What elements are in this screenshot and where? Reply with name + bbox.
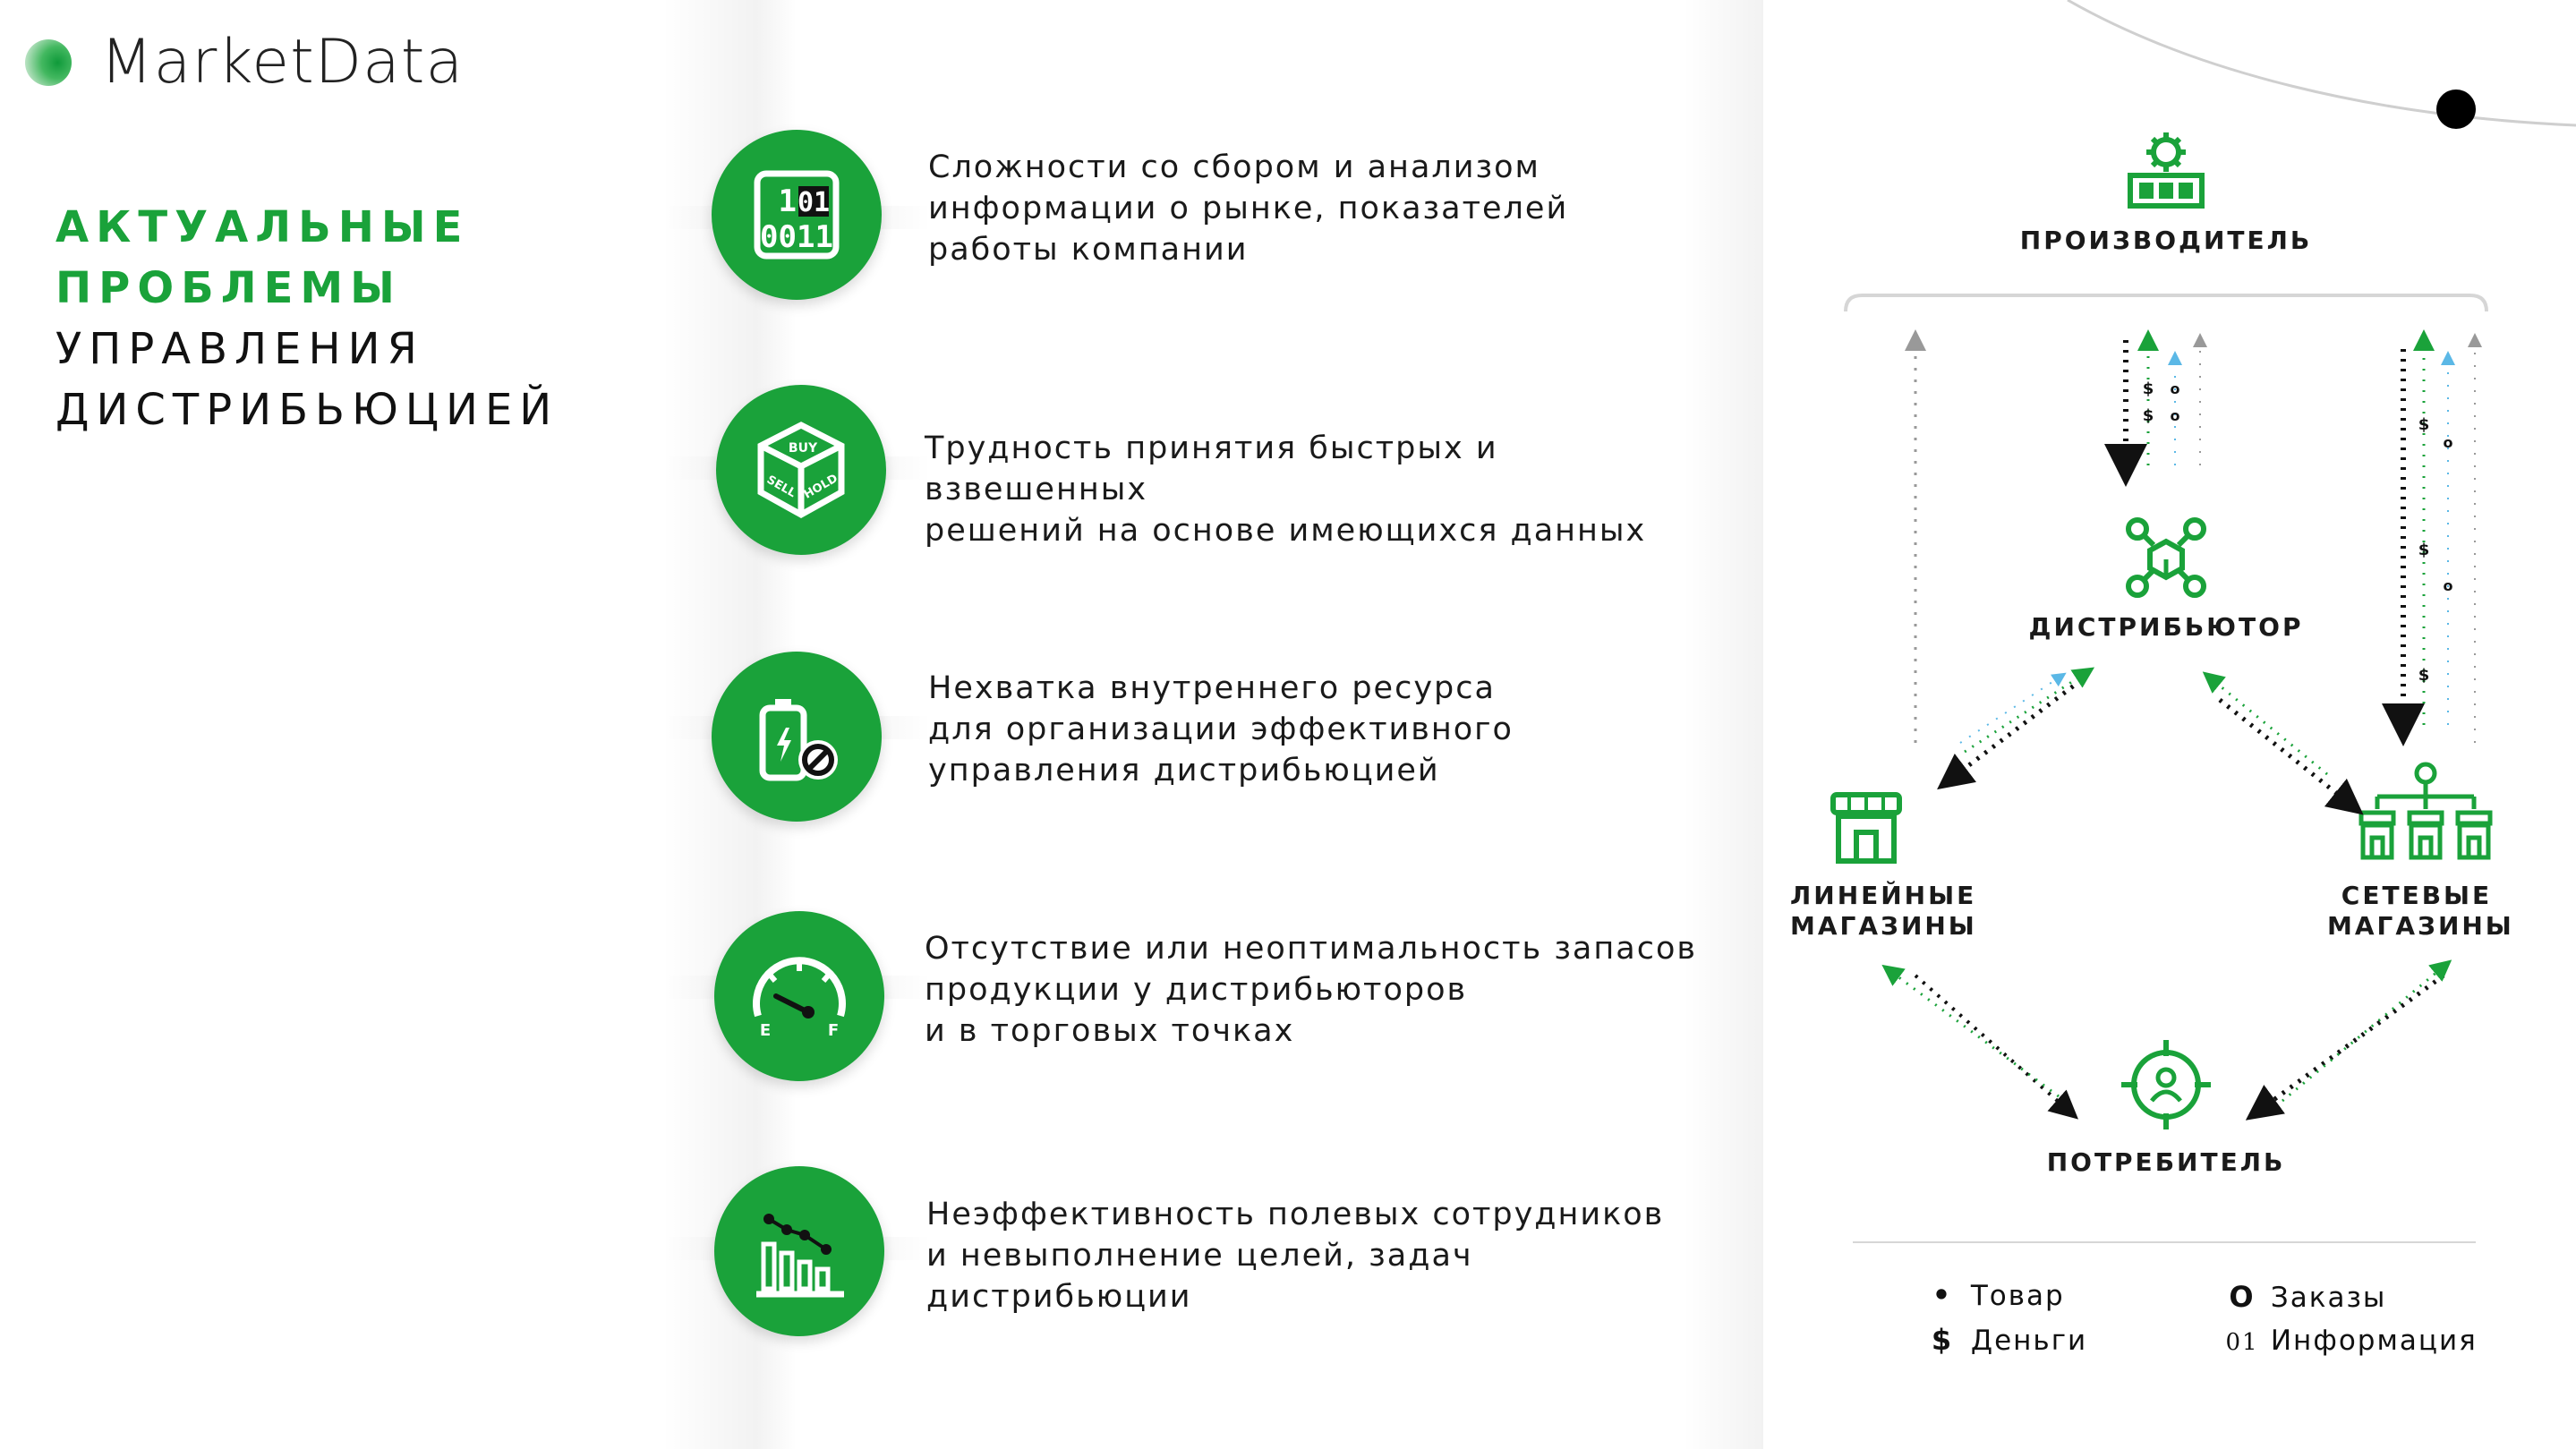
legend-label: Деньги xyxy=(1970,1325,2088,1357)
legend-symbol: O xyxy=(2229,1280,2256,1314)
legend-label: Заказы xyxy=(2270,1282,2387,1314)
legend-item-orders: O Заказы xyxy=(2224,1280,2386,1314)
store-network-icon xyxy=(2358,762,2493,860)
legend-symbol: • xyxy=(1932,1278,1953,1312)
problem-text: Сложности со сбором и анализом информаци… xyxy=(928,149,1569,268)
svg-text:$: $ xyxy=(2418,666,2430,685)
title-line: ДИСТРИБЬЮЦИЕЙ xyxy=(55,385,559,435)
binary-data-icon: 10 01 0011 xyxy=(712,130,882,300)
title-line: АКТУАЛЬНЫЕ xyxy=(55,202,470,252)
distribution-hub-icon xyxy=(2126,517,2206,598)
legend-item-money: $ Деньги xyxy=(1924,1323,2087,1357)
legend-symbol: $ xyxy=(1931,1323,1954,1357)
buy-sell-hold-cube-icon: BUY SELL HOLD xyxy=(716,385,886,555)
fuel-gauge-icon: E F xyxy=(714,911,884,1081)
divider xyxy=(1853,1241,2476,1243)
svg-text:01: 01 xyxy=(798,187,830,218)
problem-text: Трудность принятия быстрых и взвешенных … xyxy=(925,430,1647,549)
page-title: АКТУАЛЬНЫЕ ПРОБЛЕМЫ УПРАВЛЕНИЯ ДИСТРИБЬЮ… xyxy=(55,197,559,440)
legend-item-goods: • Товар xyxy=(1924,1278,2065,1312)
target-consumer-icon xyxy=(2121,1040,2211,1129)
node-label-chain-stores: СЕТЕВЫЕ МАГАЗИНЫ xyxy=(2327,881,2514,942)
problem-text: Нехватка внутреннего ресурса для организ… xyxy=(928,670,1514,788)
node-label-line: МАГАЗИНЫ xyxy=(1790,911,1977,941)
background-shade xyxy=(1683,0,1763,1449)
node-label-line: СЕТЕВЫЕ xyxy=(2341,881,2493,910)
store-icon xyxy=(1830,792,1902,864)
node-label-line: ЛИНЕЙНЫЕ xyxy=(1790,881,1977,910)
problem-text: Неэффективность полевых сотрудников и не… xyxy=(926,1197,1665,1315)
svg-text:o: o xyxy=(2444,434,2453,451)
declining-bar-chart-icon xyxy=(714,1166,884,1336)
svg-text:BUY: BUY xyxy=(789,441,818,456)
svg-text:E: E xyxy=(760,1021,771,1040)
svg-text:0011: 0011 xyxy=(760,219,833,255)
legend-label: Товар xyxy=(1970,1280,2065,1312)
legend-label: Информация xyxy=(2270,1325,2478,1357)
legend-item-information: 01 Информация xyxy=(2224,1325,2478,1357)
svg-text:o: o xyxy=(2171,407,2180,424)
node-label-consumer: ПОТРЕБИТЕЛЬ xyxy=(2046,1147,2286,1177)
factory-gear-icon xyxy=(2128,132,2205,209)
bracket xyxy=(1844,294,2488,312)
title-line: УПРАВЛЕНИЯ xyxy=(55,324,424,374)
svg-text:o: o xyxy=(2171,380,2180,397)
legend-symbol: 01 xyxy=(2225,1329,2259,1356)
battery-unavailable-icon xyxy=(712,652,882,822)
svg-text:$: $ xyxy=(2143,406,2154,425)
svg-text:F: F xyxy=(828,1021,839,1040)
decorative-arc xyxy=(2067,0,2576,129)
node-label-line: МАГАЗИНЫ xyxy=(2327,911,2514,941)
svg-text:$: $ xyxy=(2143,379,2154,398)
brand-name: MarketData xyxy=(100,27,465,98)
node-label-distributor: ДИСТРИБЬЮТОР xyxy=(2028,612,2304,642)
flow-arrows: $ $ o o $ $ $ o o xyxy=(1881,329,2482,1121)
node-label-linear-stores: ЛИНЕЙНЫЕ МАГАЗИНЫ xyxy=(1790,881,1977,942)
svg-text:$: $ xyxy=(2418,541,2430,559)
title-line: ПРОБЛЕМЫ xyxy=(55,263,402,313)
problem-text: Отсутствие или неоптимальность запасов п… xyxy=(925,931,1697,1049)
svg-text:o: o xyxy=(2444,577,2453,594)
svg-text:$: $ xyxy=(2418,415,2430,434)
node-label-producer: ПРОИЗВОДИТЕЛЬ xyxy=(2019,226,2313,255)
logo-mark xyxy=(25,39,72,86)
